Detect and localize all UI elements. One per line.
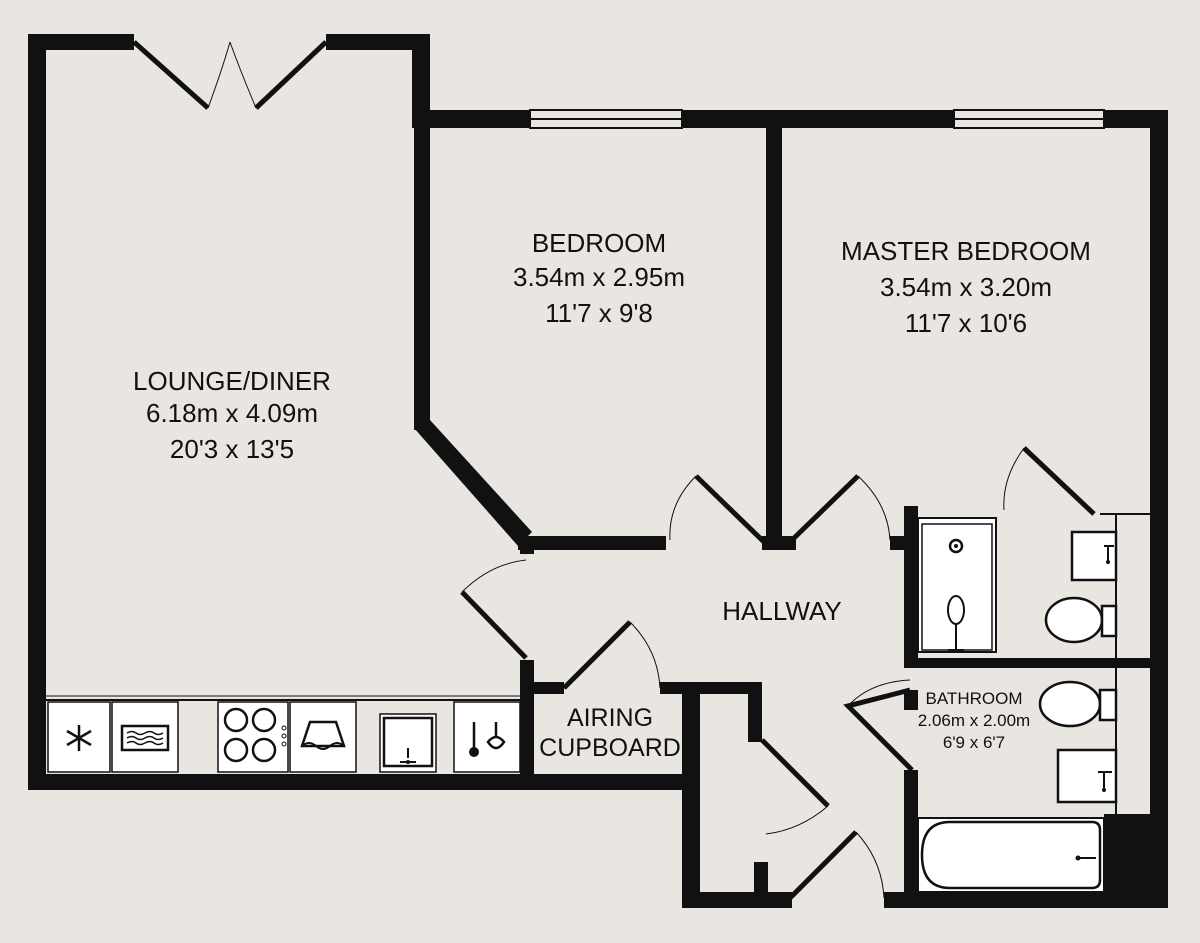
bathroom-door bbox=[843, 679, 914, 772]
extractor-icon bbox=[289, 701, 357, 773]
ensuite-fixtures bbox=[917, 513, 1150, 658]
master-bedroom-metric: 3.54m x 3.20m bbox=[880, 272, 1052, 302]
snowflake-icon bbox=[47, 701, 111, 773]
hallway-cupboard-door bbox=[760, 738, 830, 835]
windows bbox=[529, 109, 1105, 129]
walls bbox=[28, 34, 1168, 908]
hallway-name: HALLWAY bbox=[722, 596, 841, 626]
master-bedroom-name: MASTER BEDROOM bbox=[841, 236, 1091, 266]
lounge-metric: 6.18m x 4.09m bbox=[146, 398, 318, 428]
lounge-door bbox=[460, 559, 528, 660]
lounge-name: LOUNGE/DINER bbox=[133, 366, 331, 396]
airing-cupboard-line2: CUPBOARD bbox=[539, 734, 681, 762]
master-bedroom-imperial: 11'7 x 10'6 bbox=[905, 308, 1027, 338]
master-bedroom-window bbox=[953, 109, 1105, 129]
master-bedroom-door bbox=[790, 474, 891, 542]
room-labels: LOUNGE/DINER 6.18m x 4.09m 20'3 x 13'5 B… bbox=[133, 228, 1091, 762]
microwave-icon bbox=[111, 701, 179, 773]
toilet-icon bbox=[1044, 596, 1118, 644]
bath-icon bbox=[917, 817, 1105, 893]
bedroom-window bbox=[529, 109, 683, 129]
airing-cupboard-door bbox=[562, 620, 661, 690]
bathroom-metric: 2.06m x 2.00m bbox=[918, 711, 1030, 730]
lounge-imperial: 20'3 x 13'5 bbox=[170, 434, 294, 464]
toilet-icon bbox=[1038, 680, 1118, 728]
bedroom-imperial: 11'7 x 9'8 bbox=[545, 298, 653, 328]
sink-icon bbox=[379, 713, 437, 773]
bathroom-imperial: 6'9 x 6'7 bbox=[943, 733, 1005, 752]
bathroom-fixtures bbox=[917, 668, 1118, 893]
doors bbox=[132, 40, 1096, 900]
basin-icon bbox=[1056, 748, 1118, 804]
hob-icon bbox=[217, 701, 289, 773]
basin-icon bbox=[1070, 530, 1118, 582]
shower-icon bbox=[917, 517, 997, 653]
french-doors bbox=[132, 40, 328, 110]
airing-cupboard-line1: AIRING bbox=[567, 704, 653, 732]
bedroom-metric: 3.54m x 2.95m bbox=[513, 262, 685, 292]
bathroom-name: BATHROOM bbox=[926, 689, 1023, 708]
washer-icon bbox=[453, 701, 521, 773]
bedroom-door bbox=[669, 474, 766, 544]
entrance-door bbox=[788, 830, 885, 900]
ensuite-door bbox=[1003, 446, 1096, 516]
kitchen-units bbox=[46, 695, 521, 773]
bedroom-name: BEDROOM bbox=[532, 228, 666, 258]
